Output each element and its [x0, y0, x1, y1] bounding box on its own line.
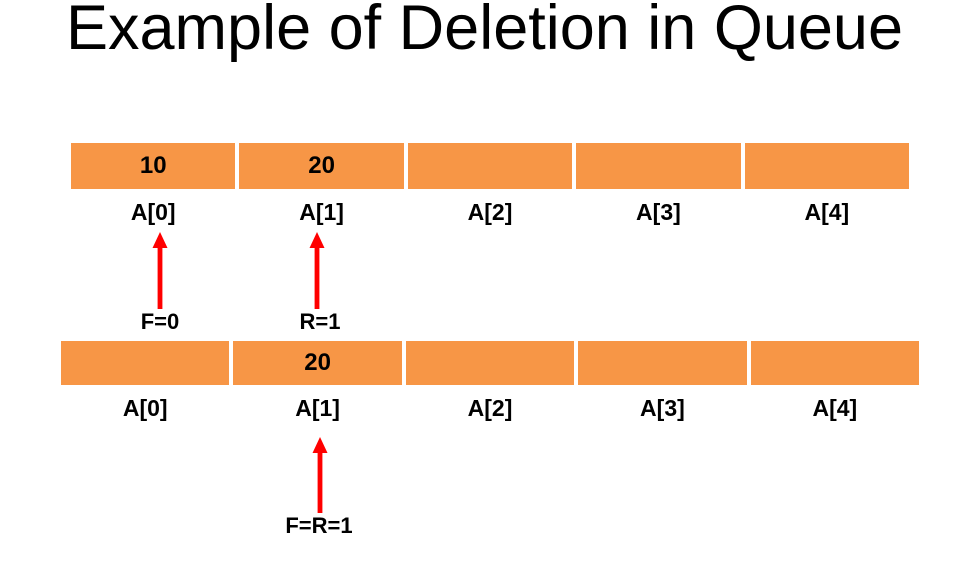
queue-cell	[744, 143, 910, 189]
front-pointer-label: F=0	[140, 309, 180, 334]
queue-cell	[578, 341, 747, 385]
index-label: A[3]	[640, 395, 685, 421]
queue-cell	[61, 341, 230, 385]
queue-array-step1: 10 20	[71, 143, 910, 189]
front-rear-pointer-label: F=R=1	[285, 513, 353, 538]
queue-cell	[405, 341, 575, 385]
queue-cell: 20	[239, 143, 404, 189]
queue-cell	[750, 341, 920, 385]
queue-cell	[407, 143, 573, 189]
front-pointer-up-arrow-icon	[152, 232, 168, 309]
queue-array-step2: 20	[61, 341, 920, 385]
index-label: A[2]	[467, 199, 513, 225]
index-labels-step2: A[0] A[1] A[2] A[3] A[4]	[61, 395, 919, 422]
front-rear-pointer-up-arrow-icon	[312, 437, 328, 513]
queue-cell: 10	[71, 143, 236, 189]
rear-pointer-label: R=1	[299, 309, 341, 334]
index-label: A[2]	[467, 395, 513, 421]
index-label: A[0]	[130, 199, 176, 225]
queue-cell: 20	[233, 341, 402, 385]
index-label: A[4]	[812, 395, 858, 421]
index-label: A[3]	[636, 199, 681, 225]
rear-pointer-up-arrow-icon	[309, 232, 325, 309]
slide-title: Example of Deletion in Queue	[66, 0, 903, 63]
index-label: A[0]	[122, 395, 168, 421]
index-labels-step1: A[0] A[1] A[2] A[3] A[4]	[71, 199, 909, 226]
queue-cell	[576, 143, 741, 189]
index-label: A[4]	[804, 199, 850, 225]
index-label: A[1]	[299, 199, 344, 225]
index-label: A[1]	[295, 395, 340, 421]
